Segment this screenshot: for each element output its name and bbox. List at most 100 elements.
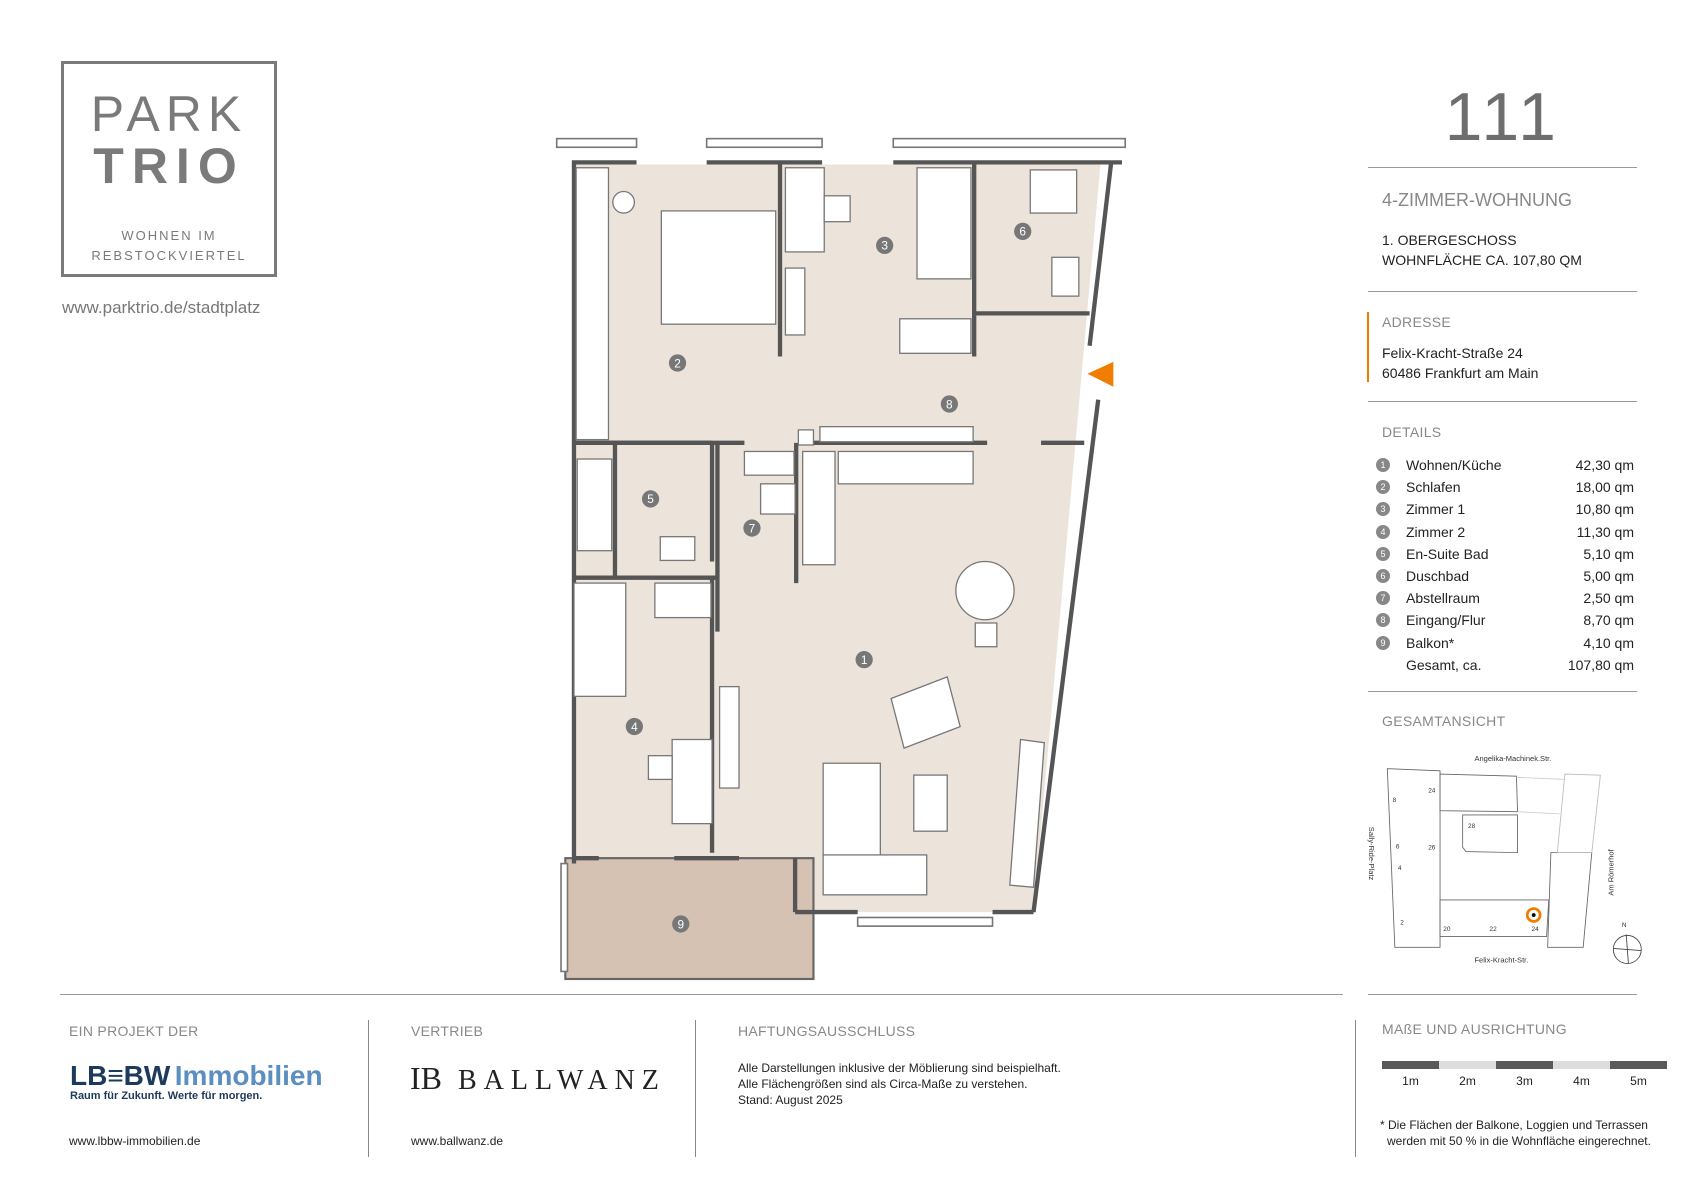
- room-number-icon: 4: [1376, 524, 1390, 539]
- room-marker-9: 9: [672, 915, 690, 933]
- svg-text:8: 8: [946, 397, 953, 411]
- compass-icon: [1612, 934, 1642, 964]
- floor-text: 1. OBERGESCHOSS: [1382, 232, 1517, 248]
- street-south: Felix-Kracht-Str.: [1474, 955, 1528, 964]
- room-marker-1: 1: [855, 651, 873, 669]
- room-marker-4: 4: [625, 717, 644, 736]
- svg-text:24: 24: [1532, 926, 1540, 933]
- unit-number: 111: [1444, 79, 1560, 155]
- logo-trio: TRIO: [93, 138, 245, 194]
- room-name: Zimmer 1: [1406, 501, 1466, 518]
- room-name: Schlafen: [1406, 479, 1461, 496]
- furniture: [573, 167, 1080, 896]
- apartment-type: 4-ZIMMER-WOHNUNG: [1382, 190, 1572, 210]
- room-marker-6: 6: [1014, 222, 1032, 241]
- address-street: Felix-Kracht-Straße 24: [1382, 345, 1523, 361]
- overview-label: GESAMTANSICHT: [1382, 713, 1506, 729]
- entrance-arrow-icon: [1087, 361, 1114, 387]
- total-label: Gesamt, ca.: [1406, 656, 1482, 673]
- room-marker-7: 7: [743, 519, 761, 537]
- details-row: 2 Schlafen 18,00 qm: [1376, 476, 1634, 498]
- windows: [555, 137, 1127, 973]
- room-name: Zimmer 2: [1406, 523, 1466, 540]
- room-marker-2: 2: [668, 354, 687, 372]
- location-marker-icon: [1525, 907, 1542, 923]
- room-number-icon: 1: [1376, 458, 1390, 473]
- details-label: DETAILS: [1382, 424, 1442, 440]
- north-label: N: [1622, 922, 1627, 929]
- room-number-icon: 3: [1376, 502, 1390, 517]
- street-east: Am Römerhof: [1606, 848, 1615, 895]
- street-north: Angelika-Machinek.Str.: [1474, 754, 1551, 763]
- svg-text:24: 24: [1428, 787, 1436, 794]
- svg-text:22: 22: [1490, 926, 1498, 933]
- room-number-icon: 2: [1376, 480, 1390, 495]
- svg-text:2: 2: [674, 356, 681, 370]
- svg-text:20: 20: [1443, 926, 1451, 933]
- room-area: 2,50 qm: [1583, 590, 1634, 607]
- details-total-row: Gesamt, ca. 107,80 qm: [1376, 654, 1634, 676]
- room-name: Wohnen/Küche: [1406, 457, 1502, 474]
- sales-label: VERTRIEB: [411, 1023, 484, 1039]
- room-name: Balkon*: [1406, 634, 1455, 651]
- site-overview-map: Angelika-Machinek.Str. Felix-Kracht-Str.…: [1367, 754, 1642, 964]
- apartment-info: 1. OBERGESCHOSS WOHNFLÄCHE CA. 107,80 QM: [1382, 230, 1582, 270]
- room-name: Duschbad: [1406, 568, 1470, 585]
- svg-text:1: 1: [861, 653, 868, 667]
- room-area: 5,00 qm: [1583, 568, 1634, 585]
- room-area: 11,30 qm: [1576, 523, 1634, 540]
- svg-text:6: 6: [1396, 843, 1400, 850]
- svg-text:4: 4: [1398, 865, 1402, 872]
- svg-text:28: 28: [1468, 823, 1476, 830]
- svg-text:9: 9: [677, 917, 684, 931]
- area-text: WOHNFLÄCHE CA. 107,80 QM: [1382, 252, 1582, 268]
- svg-text:8: 8: [1393, 797, 1397, 804]
- room-marker-8: 8: [940, 395, 959, 413]
- room-numbers: 1 2 3 4 5 6 7 8 9: [625, 222, 1032, 933]
- scale-bar: [1382, 1061, 1667, 1069]
- disclaimer-label: HAFTUNGSAUSSCHLUSS: [738, 1023, 916, 1039]
- room-area: 18,00 qm: [1575, 479, 1634, 496]
- svg-text:5: 5: [647, 492, 654, 506]
- project-label: EIN PROJEKT DER: [69, 1023, 199, 1039]
- total-area: 107,80 qm: [1567, 656, 1634, 673]
- footnote: * Die Flächen der Balkone, Loggien und T…: [1380, 1118, 1651, 1148]
- room-area: 42,30 qm: [1575, 457, 1634, 474]
- room-name: En-Suite Bad: [1406, 545, 1489, 562]
- floor-plan: 1 2 3 4 5 6 7 8 9: [555, 137, 1127, 981]
- street-west: Sally-Ride-Platz: [1367, 827, 1376, 881]
- room-number-icon: 8: [1376, 613, 1390, 628]
- website-link[interactable]: www.parktrio.de/stadtplatz: [62, 298, 261, 317]
- details-row: 1 Wohnen/Küche 42,30 qm: [1376, 454, 1634, 476]
- lbbw-logo: LB≡BW Immobilien Raum für Zukunft. Werte…: [70, 1060, 323, 1102]
- room-number-icon: 6: [1376, 569, 1390, 584]
- room-area: 10,80 qm: [1575, 501, 1634, 518]
- room-area: 4,10 qm: [1583, 634, 1634, 651]
- svg-text:7: 7: [749, 521, 756, 535]
- svg-text:3: 3: [881, 239, 888, 253]
- accent-bar: [1367, 312, 1369, 382]
- svg-text:4: 4: [631, 720, 638, 734]
- room-marker-3: 3: [876, 236, 894, 255]
- room-area: 5,10 qm: [1583, 545, 1634, 562]
- lbbw-link[interactable]: www.lbbw-immobilien.de: [69, 1134, 201, 1148]
- details-row: 4 Zimmer 2 11,30 qm: [1376, 521, 1634, 543]
- room-name: Eingang/Flur: [1406, 612, 1486, 629]
- svg-text:6: 6: [1019, 225, 1026, 239]
- room-number-icon: 7: [1376, 591, 1390, 606]
- room-marker-5: 5: [641, 490, 660, 508]
- details-row: 6 Duschbad 5,00 qm: [1376, 565, 1634, 587]
- ballwanz-link[interactable]: www.ballwanz.de: [411, 1134, 504, 1148]
- room-number-icon: 9: [1376, 635, 1390, 650]
- svg-text:2: 2: [1400, 920, 1404, 927]
- walls: [571, 160, 1122, 915]
- scale-label: MAßE UND AUSRICHTUNG: [1382, 1021, 1567, 1037]
- ballwanz-logo: IB BALLWANZ: [410, 1060, 666, 1096]
- details-row: 9 Balkon* 4,10 qm: [1376, 632, 1634, 654]
